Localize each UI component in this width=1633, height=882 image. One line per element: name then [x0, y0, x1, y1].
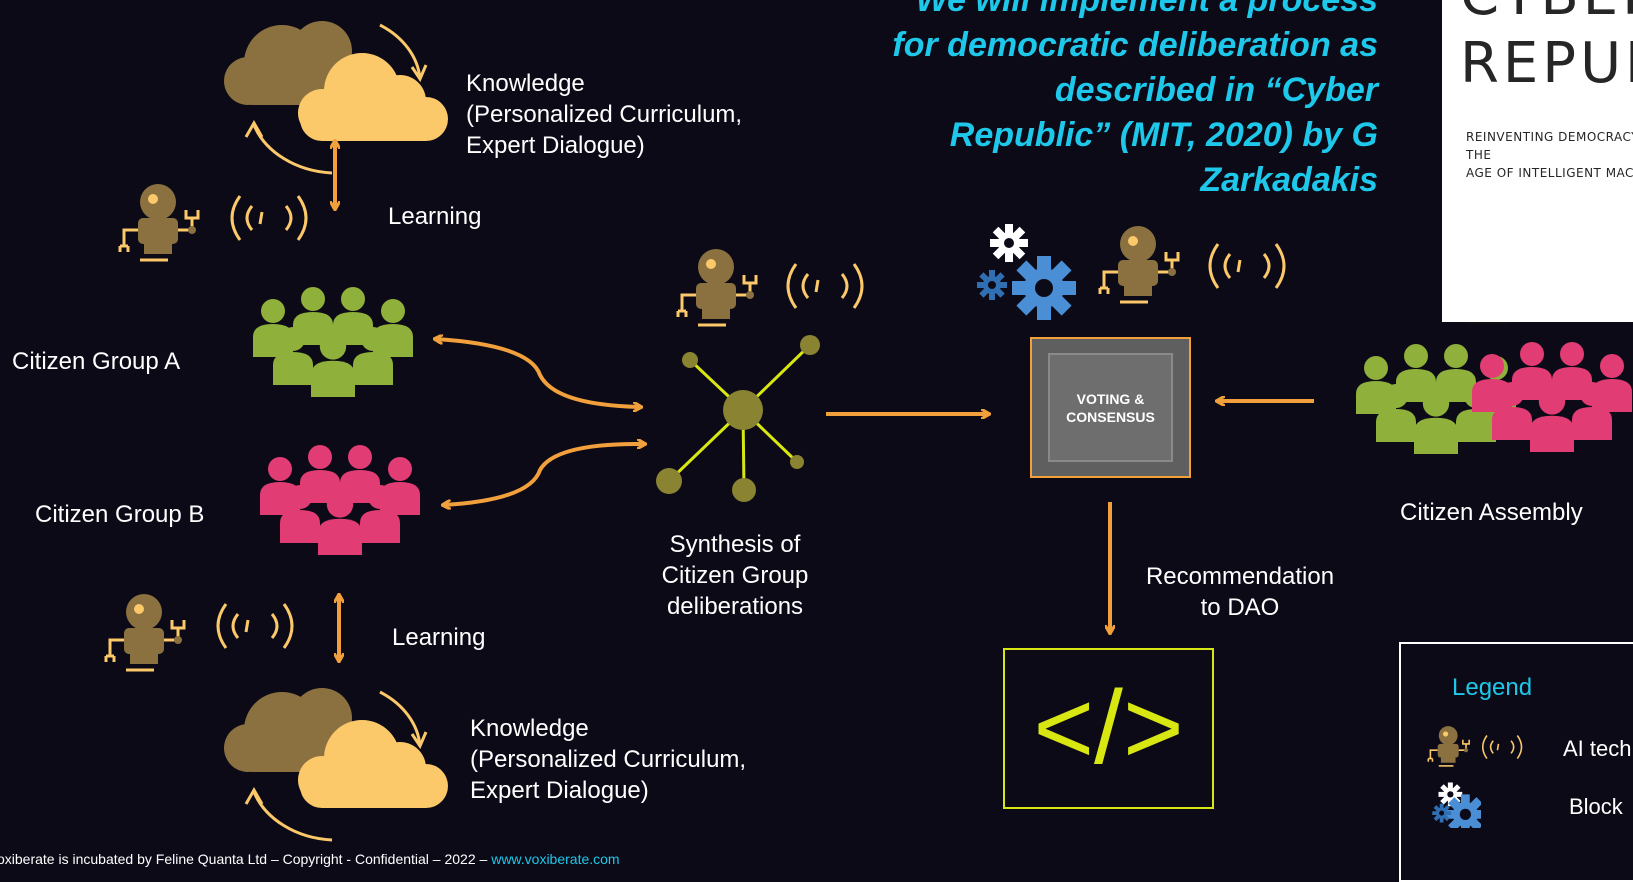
citizen-group-a-icon: [253, 287, 413, 397]
ai-robot-icon: [104, 592, 186, 672]
book-title: CYBER REPUBLIC: [1460, 0, 1633, 96]
knowledge-cloud-bottom-icon: [222, 686, 450, 842]
footer-link[interactable]: www.voxiberate.com: [491, 851, 620, 867]
footer-text: oxiberate is incubated by Feline Quanta …: [0, 851, 492, 867]
knowledge-bottom-label: Knowledge (Personalized Curriculum, Expe…: [470, 715, 747, 804]
dao-code-box: </>: [1003, 648, 1214, 809]
citizen-assembly-label: Citizen Assembly: [1400, 499, 1583, 526]
citizen-group-a-label: Citizen Group A: [12, 348, 181, 375]
ai-signal-icon: [216, 602, 294, 650]
legend-box: Legend AI tech Block: [1399, 642, 1633, 882]
gears-icon: [1432, 782, 1481, 828]
synthesis-label: Synthesis of Citizen Group deliberations: [661, 531, 809, 620]
citizen-assembly-pink-icon: [1472, 342, 1632, 452]
legend-label-ai: AI tech: [1563, 736, 1632, 761]
ai-robot-icon: [676, 247, 758, 327]
voting-consensus-label: VOTING & CONSENSUS: [1048, 353, 1173, 462]
robot-signal-icon: [1427, 725, 1523, 767]
ai-signal-icon: [230, 194, 308, 242]
citizen-group-b-label: Citizen Group B: [35, 501, 205, 528]
book-subtitle: REINVENTING DEMOCRACY IN THE AGE OF INTE…: [1466, 130, 1633, 180]
synthesis-network-icon: [656, 335, 820, 502]
code-symbol: </>: [1033, 670, 1184, 786]
footer: oxiberate is incubated by Feline Quanta …: [0, 851, 620, 867]
ai-robot-icon: [118, 182, 200, 262]
recommendation-label: Recommendation to DAO: [1145, 563, 1335, 621]
group-a-synthesis-arrow: [436, 339, 640, 407]
blockchain-gears-icon: [977, 224, 1076, 320]
voting-consensus-box: VOTING & CONSENSUS: [1030, 337, 1191, 478]
legend-label-block: Block: [1569, 794, 1623, 819]
group-b-synthesis-arrow: [444, 444, 644, 505]
headline: We will implement a process for democrat…: [892, 0, 1378, 199]
learning-bottom-label: Learning: [392, 624, 486, 651]
citizen-group-b-icon: [260, 445, 420, 555]
ai-robot-icon: [1098, 224, 1180, 304]
legend-title: Legend: [1452, 674, 1533, 701]
learning-top-label: Learning: [388, 203, 482, 230]
ai-signal-icon: [786, 262, 864, 310]
ai-signal-icon: [1208, 242, 1286, 290]
knowledge-top-label: Knowledge (Personalized Curriculum, Expe…: [466, 70, 743, 159]
book-cover: CYBER REPUBLIC REINVENTING DEMOCRACY IN …: [1442, 0, 1633, 322]
